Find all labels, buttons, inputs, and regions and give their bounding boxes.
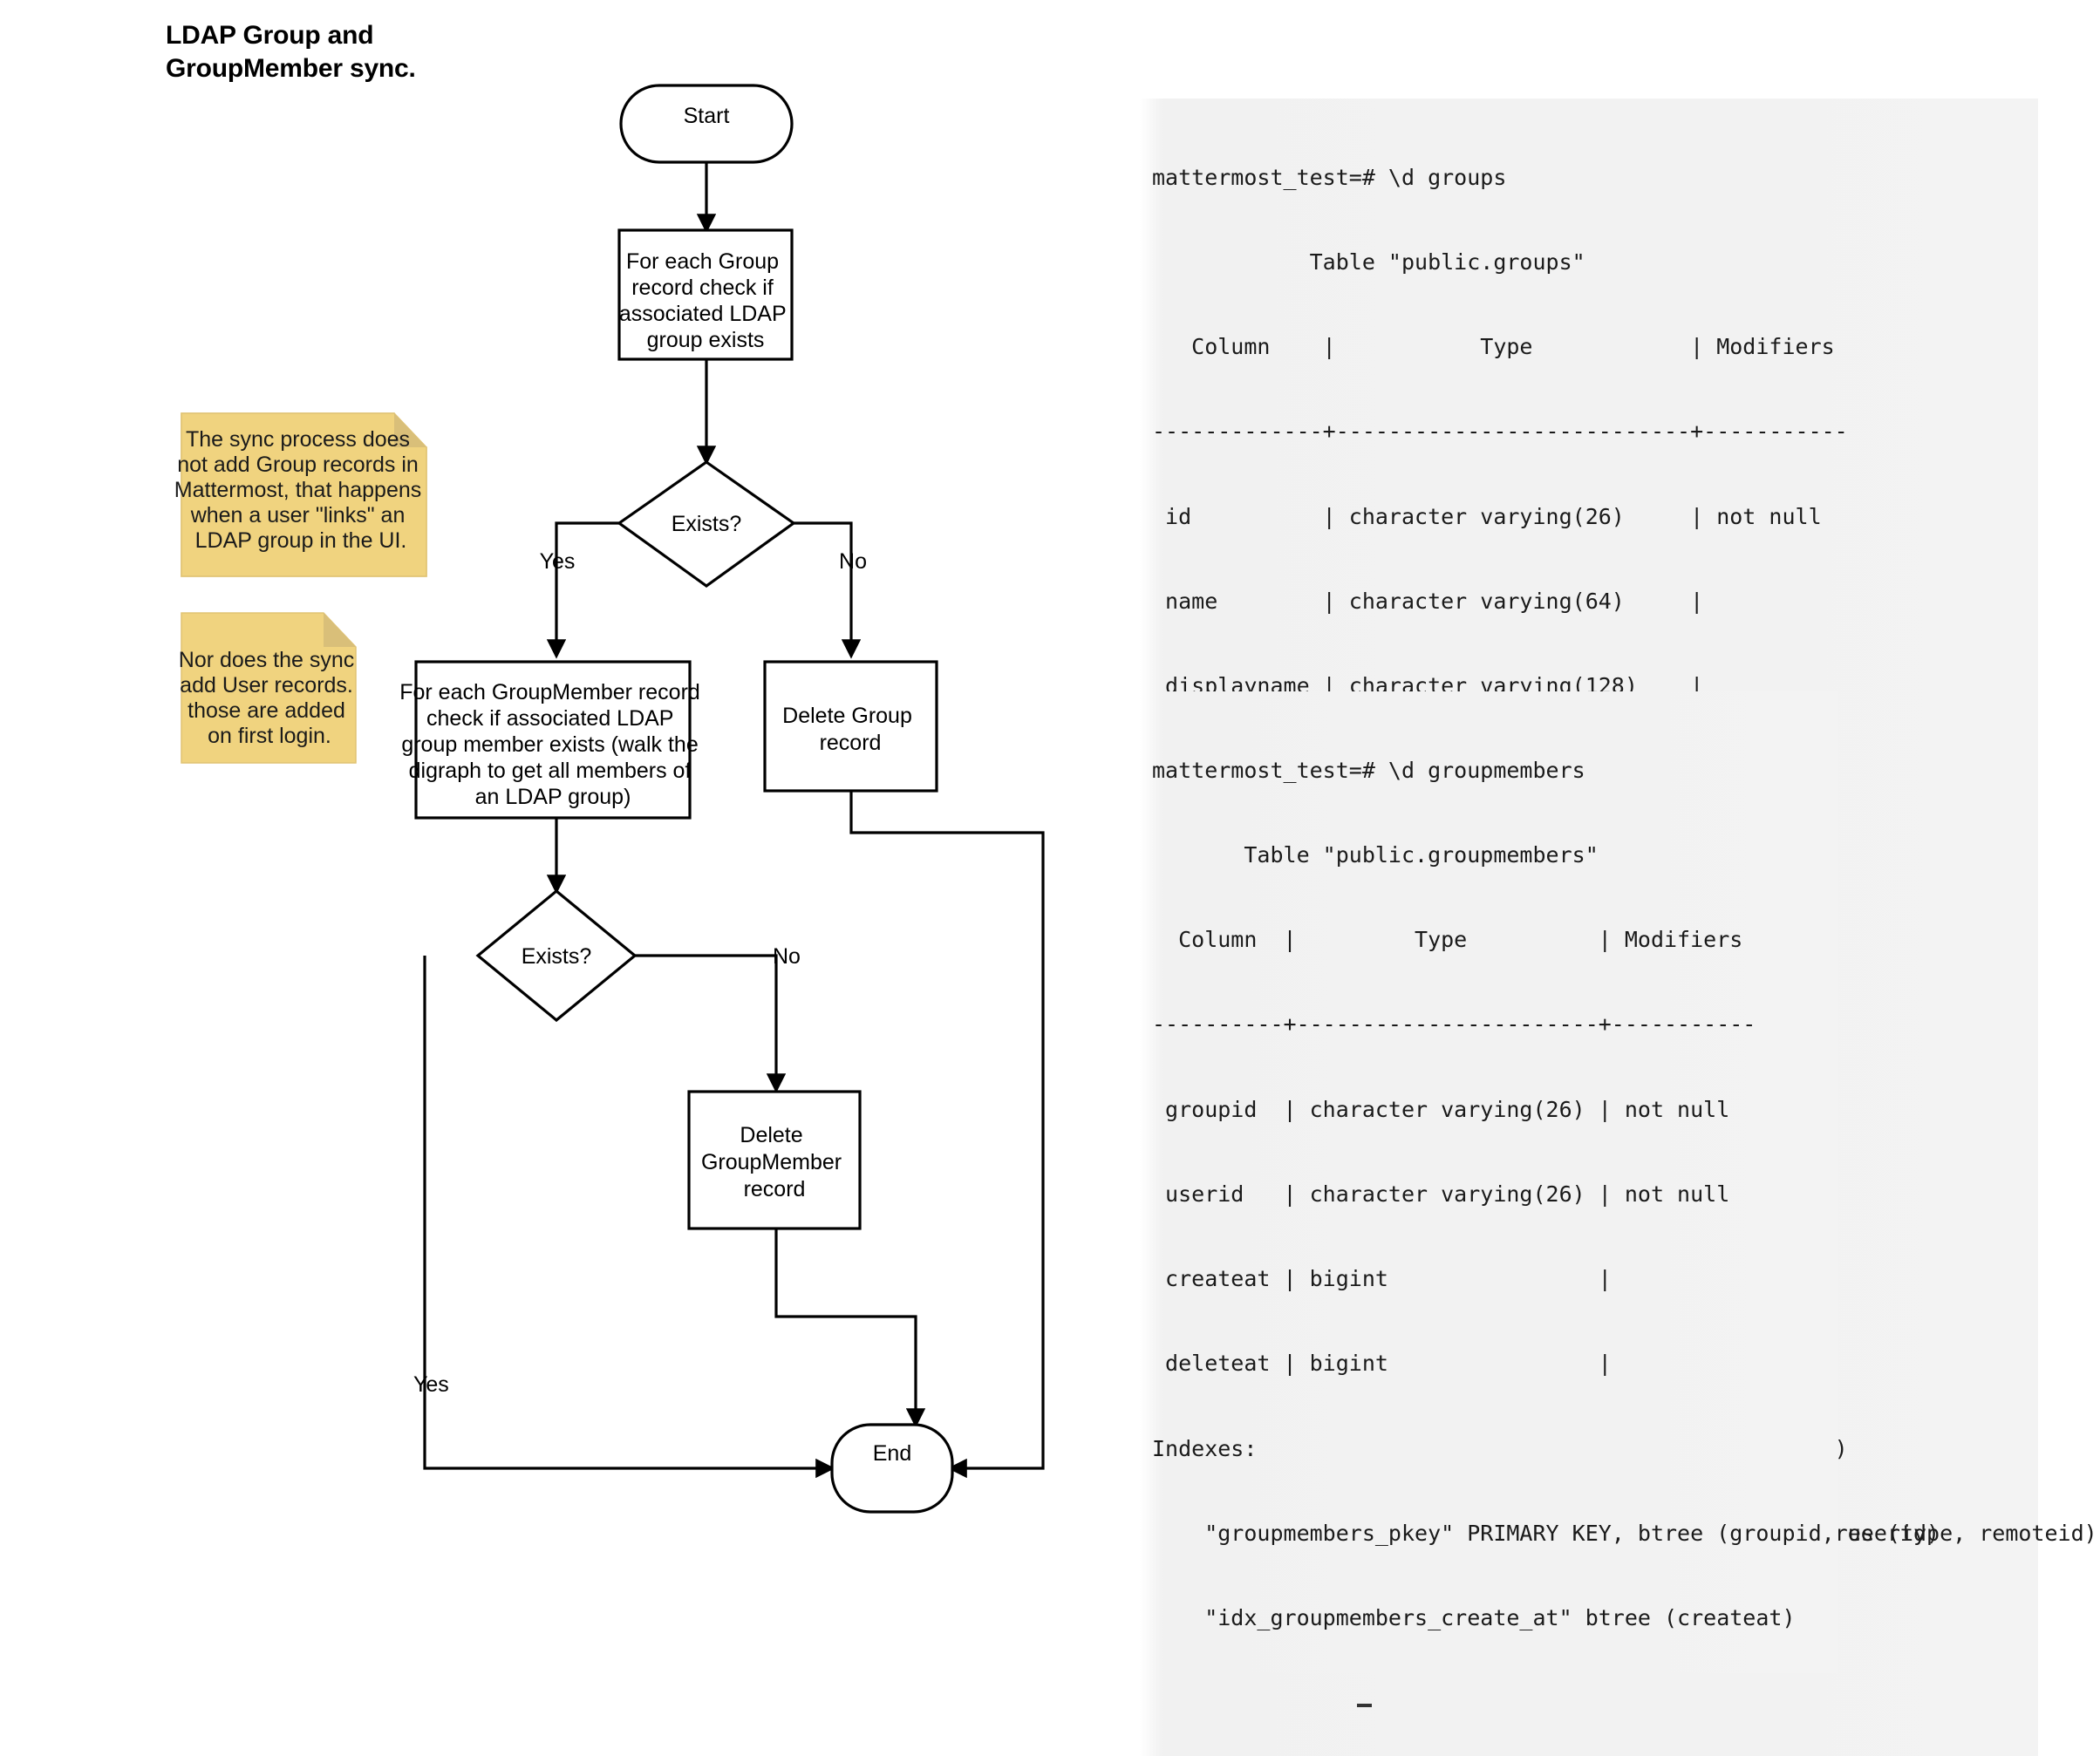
node-delete-group-record-label: Delete Group record (782, 704, 918, 755)
flowchart-canvas: Start For each Group record check if ass… (174, 84, 1045, 1514)
term-line: name | character varying(64) | (1152, 588, 1704, 614)
node-end-label: End (873, 1441, 911, 1466)
edge-delete-group-to-end (849, 790, 1045, 1479)
term-line: Indexes: (1152, 1435, 1258, 1461)
term-line: "groupmembers_pkey" PRIMARY KEY, btree (… (1152, 1520, 1940, 1546)
edge-label-group-yes: Yes (540, 549, 576, 574)
page-title: LDAP Group and GroupMember sync. (166, 19, 532, 86)
groupmembers-describe-output: mattermost_test=# \d groupmembers Table … (1140, 691, 1940, 1673)
node-delete-group-record[interactable]: Delete Group record (763, 660, 938, 793)
node-start[interactable]: Start (619, 84, 794, 164)
node-delete-groupmember-record[interactable]: Delete GroupMember record (687, 1090, 862, 1230)
term-line: Table "public.groups" (1152, 249, 1585, 276)
edge-label-member-yes: Yes (413, 1372, 449, 1397)
edge-label-member-no: No (773, 944, 801, 969)
edge-delete-groupmember-to-end (774, 1229, 926, 1428)
term-line: deleteat | bigint | (1152, 1351, 1612, 1377)
page-title-line-2: GroupMember sync. (166, 54, 416, 84)
note-user-records-text: Nor does the sync add User records. thos… (179, 648, 360, 748)
terminal-cursor (1152, 1690, 2026, 1716)
note-user-records: Nor does the sync add User records. thos… (179, 612, 360, 764)
edge-exists-member-yes-to-end (423, 956, 835, 1479)
term-line: mattermost_test=# \d groupmembers (1152, 757, 1585, 783)
node-delete-groupmember-record-label: Delete GroupMember record (701, 1123, 848, 1201)
term-line: userid | character varying(26) | not nul… (1152, 1181, 1730, 1207)
term-line: ----------+-----------------------+-----… (1152, 1011, 1756, 1038)
term-line: "idx_groupmembers_create_at" btree (crea… (1152, 1605, 1796, 1630)
term-line: Column | Type | Modifiers (1152, 334, 1835, 360)
node-exists-group-label: Exists? (672, 512, 742, 536)
note-group-records-text: The sync process does not add Group reco… (174, 427, 427, 553)
page-title-line-1: LDAP Group and (166, 21, 374, 50)
edge-exists-group-no (794, 521, 862, 659)
term-line: Column | Type | Modifiers (1152, 927, 1743, 953)
node-end[interactable]: End (830, 1423, 954, 1514)
term-line: Table "public.groupmembers" (1152, 842, 1599, 868)
node-exists-member-decision[interactable]: Exists? (475, 888, 638, 1023)
node-exists-member-label: Exists? (522, 944, 592, 969)
node-foreach-group-record-label: For each Group record check if associate… (619, 249, 792, 352)
node-foreach-groupmember-record-label: For each GroupMember record check if ass… (399, 680, 706, 809)
edge-exists-group-yes (546, 521, 619, 659)
node-foreach-groupmember-record[interactable]: For each GroupMember record check if ass… (399, 660, 706, 820)
node-foreach-group-record[interactable]: For each Group record check if associate… (617, 228, 794, 361)
edge-label-group-no: No (839, 549, 867, 574)
node-start-label: Start (684, 104, 730, 128)
term-line: createat | bigint | (1152, 1266, 1612, 1292)
term-line: groupid | character varying(26) | not nu… (1152, 1096, 1730, 1122)
term-line: mattermost_test=# \d groups (1152, 164, 1507, 190)
term-line: id | character varying(26) | not null (1152, 503, 1822, 529)
note-group-records: The sync process does not add Group reco… (174, 412, 427, 577)
term-line: -------------+--------------------------… (1152, 419, 1848, 445)
edge-exists-member-no (635, 954, 787, 1093)
node-exists-group-decision[interactable]: Exists? (617, 460, 796, 588)
